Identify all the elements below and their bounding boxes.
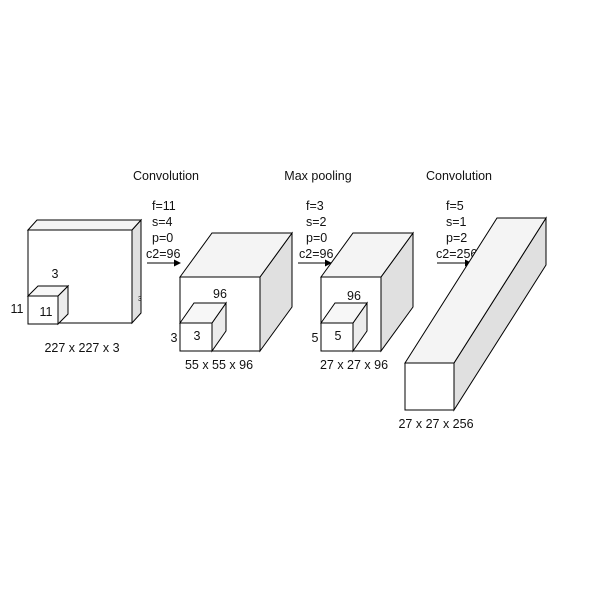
convolution-1-title: Convolution: [133, 169, 199, 183]
pool-kernel-height-label: 5: [312, 331, 319, 345]
input-volume-top-face: [26, 219, 143, 231]
convolution-1-param: s=4: [152, 215, 173, 229]
input-kernel-height-label: 11: [11, 302, 24, 316]
input-kernel-cube: [26, 284, 70, 326]
max-pooling-arrow-head: [325, 259, 332, 267]
conv1-volume-label: 55 x 55 x 96: [185, 358, 253, 372]
input-volume-label: 227 x 227 x 3: [44, 341, 119, 355]
convolution-1-param: f=11: [152, 199, 176, 213]
convolution-1-step: Convolution f=11 s=4 p=0 c2=96: [133, 169, 199, 267]
max-pooling-param: c2=96: [299, 247, 333, 261]
convolution-2-param: f=5: [446, 199, 464, 213]
convolution-2-title: Convolution: [426, 169, 492, 183]
conv1-output-volume: [179, 231, 293, 353]
pool-kernel-depth-label: 96: [347, 289, 361, 303]
max-pooling-title: Max pooling: [284, 169, 351, 183]
convolution-2-step: Convolution f=5 s=1 p=2 c2=256: [426, 169, 492, 267]
convolution-1-arrow-head: [174, 259, 181, 267]
convolution-2-param: p=2: [446, 231, 467, 245]
conv2-output-volume: [404, 216, 547, 412]
input-kernel-width-label: 11: [40, 305, 53, 319]
conv2-volume-label: 27 x 27 x 256: [398, 417, 473, 431]
convolution-2-param: s=1: [446, 215, 467, 229]
input-volume-side-face: [131, 218, 142, 325]
pool-volume-label: 27 x 27 x 96: [320, 358, 388, 372]
convolution-1-param: c2=96: [146, 247, 180, 261]
max-pooling-step: Max pooling f=3 s=2 p=0 c2=96: [284, 169, 352, 267]
max-pooling-param: f=3: [306, 199, 324, 213]
max-pooling-param: p=0: [306, 231, 327, 245]
pool-kernel-front-face: [320, 322, 354, 352]
conv1-kernel-depth-label: 96: [213, 287, 227, 301]
input-volume: [26, 218, 143, 326]
convolution-2-param: c2=256: [436, 247, 477, 261]
conv1-kernel-front-face: [179, 322, 213, 352]
pool-output-volume: [320, 231, 414, 353]
conv1-kernel-cube: [179, 301, 227, 353]
conv2-volume-front-face: [404, 362, 455, 411]
pool-kernel-width-label: 5: [335, 329, 342, 343]
pool-kernel-cube: [320, 301, 368, 353]
convolution-1-param: p=0: [152, 231, 173, 245]
conv1-kernel-width-label: 3: [194, 329, 201, 343]
input-volume-depth-label: 3: [138, 296, 142, 303]
max-pooling-param: s=2: [306, 215, 327, 229]
conv1-kernel-height-label: 3: [171, 331, 178, 345]
input-kernel-depth-label: 3: [52, 267, 59, 281]
input-kernel-front-face: [27, 295, 59, 325]
